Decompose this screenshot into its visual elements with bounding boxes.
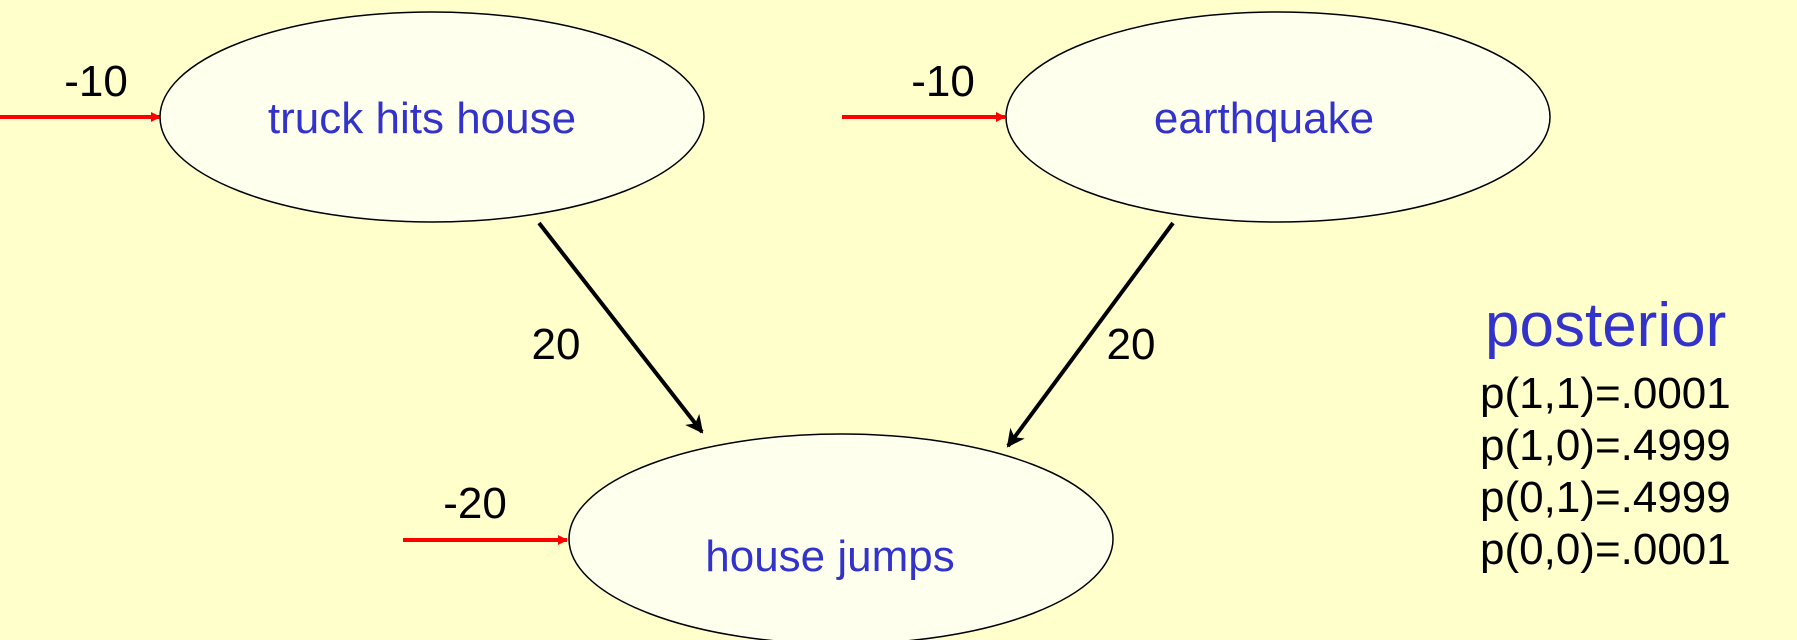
weight-arrow-earthquake-to-house (1006, 221, 1175, 448)
node-truck-hits-house: truck hits house (159, 11, 705, 223)
posterior-panel: posterior p(1,1)=.0001 p(1,0)=.4999 p(0,… (1480, 290, 1790, 576)
bias-label-house: -20 (443, 479, 507, 528)
posterior-value: p(0,0)=.0001 (1480, 525, 1731, 574)
node-label-earthquake: earthquake (1154, 94, 1374, 143)
posterior-title: posterior (1485, 291, 1727, 360)
node-earthquake: earthquake (1005, 11, 1551, 223)
bias-label-truck: -10 (64, 57, 128, 106)
posterior-value: p(0,1)=.4999 (1480, 473, 1731, 522)
weight-label-truck-to-house: 20 (532, 320, 581, 369)
node-label-house: house jumps (705, 532, 954, 581)
posterior-value: p(1,1)=.0001 (1480, 369, 1731, 418)
posterior-values: p(1,1)=.0001 p(1,0)=.4999 p(0,1)=.4999 p… (1480, 368, 1790, 576)
node-house-jumps: house jumps (568, 433, 1114, 640)
node-label-truck: truck hits house (268, 94, 576, 143)
weight-label-earthquake-to-house: 20 (1107, 320, 1156, 369)
posterior-value: p(1,0)=.4999 (1480, 421, 1731, 470)
bias-label-earthquake: -10 (911, 57, 975, 106)
weight-arrow-truck-to-house (537, 221, 704, 434)
